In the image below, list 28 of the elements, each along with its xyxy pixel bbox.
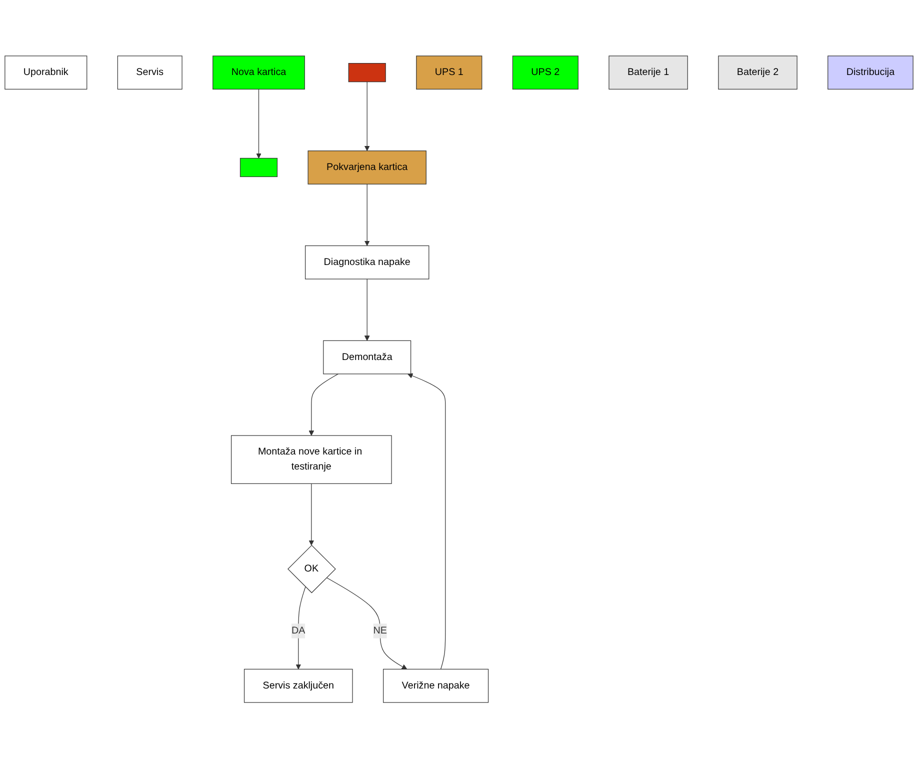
arrow [296,586,306,670]
arrow [408,374,446,670]
node-box: Montaža nove kartice in testiranje [230,436,392,484]
node-box: Demontaža [323,340,412,375]
arrow [326,578,408,670]
arrow [364,82,370,152]
node-diamond: OK [288,545,336,594]
arrow [256,89,262,159]
edge-label: NE [373,626,387,636]
node-box: Nova kartica [212,56,305,90]
arrow [308,374,338,436]
node-box: Verižne napake [383,669,489,704]
node-box: Servis zaključen [244,669,353,704]
arrow [308,484,314,546]
node-box: Baterije 2 [718,56,798,90]
arrow [364,279,370,342]
node-box: Servis [117,56,182,90]
edge-label: DA [292,626,306,636]
node-box: Distribucija [828,56,914,90]
node-box [348,63,386,82]
node-box: UPS 2 [512,56,578,90]
node-box: Diagnostika napake [304,246,430,280]
arrow [364,184,370,246]
node-box [240,158,278,178]
node-box: UPS 1 [416,56,482,90]
node-box: Baterije 1 [608,56,688,90]
node-box: Uporabnik [4,56,88,90]
node-box: Pokvarjena kartica [308,150,426,185]
